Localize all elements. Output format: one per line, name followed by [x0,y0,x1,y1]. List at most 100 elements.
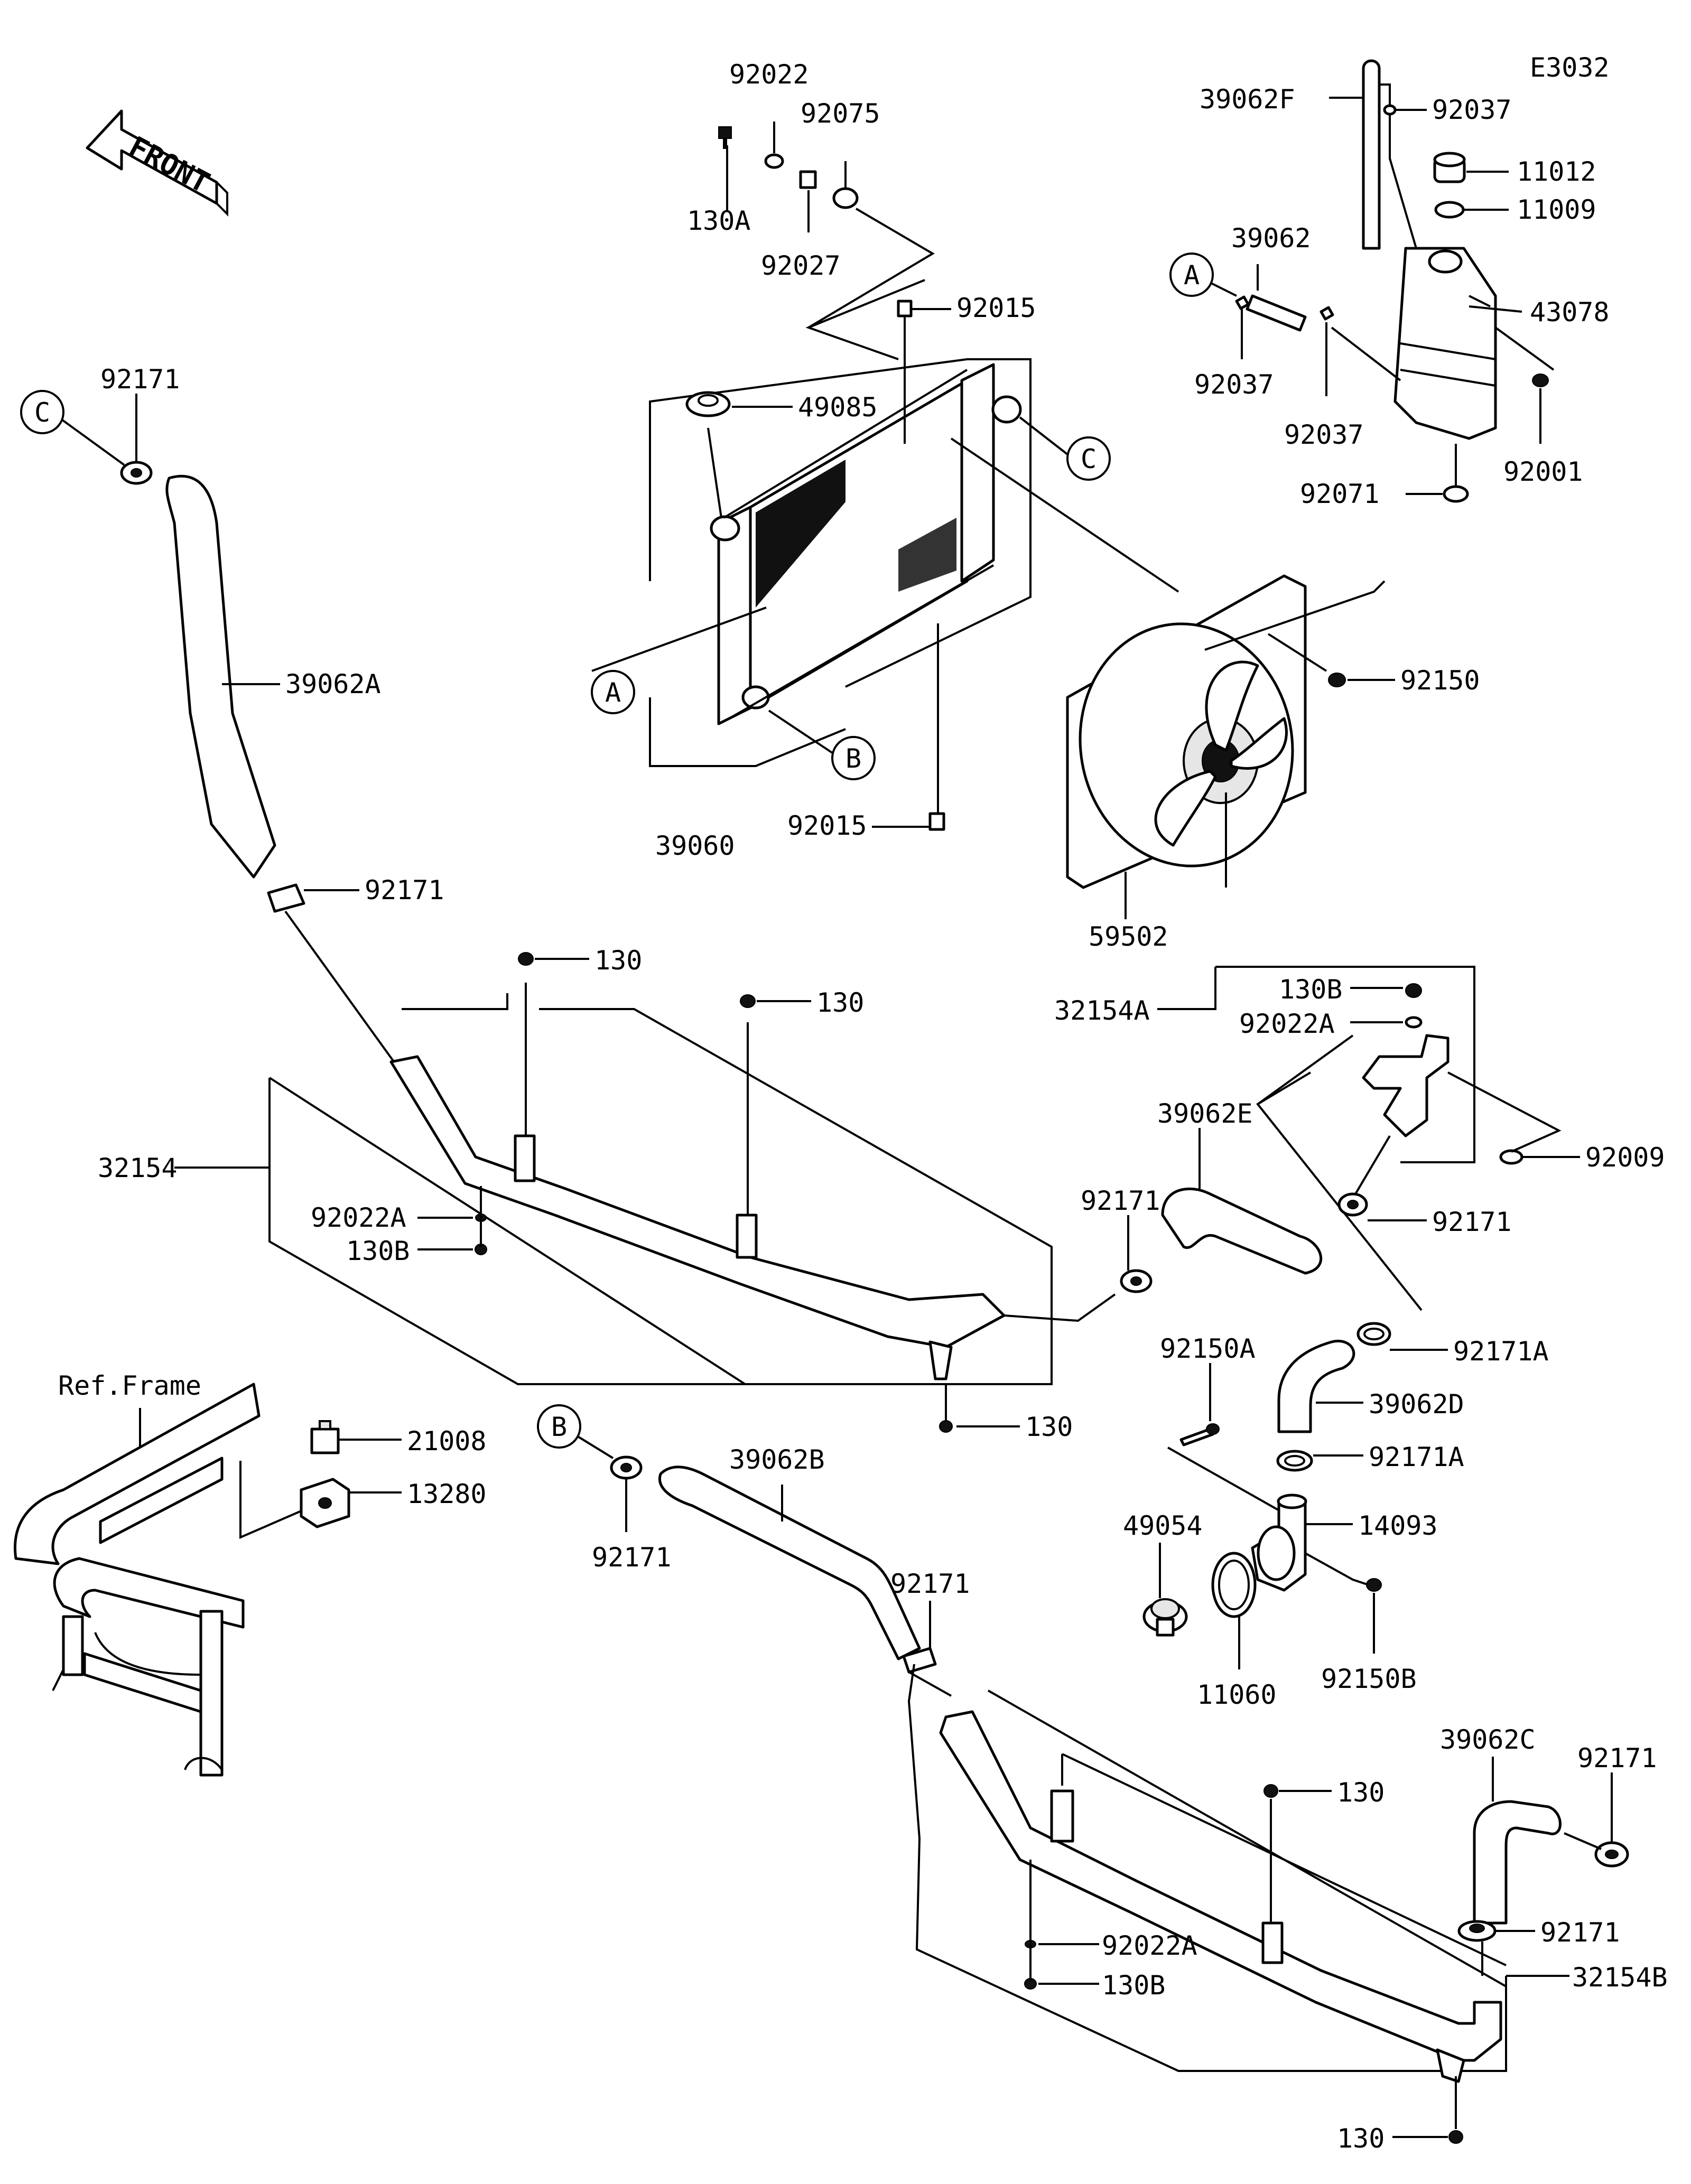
clip-92037-mid [1235,295,1250,310]
svg-text:B: B [846,743,861,774]
relay-21008 [310,1420,340,1454]
callout-b-lower: B [537,1404,581,1449]
label-11009: 11009 [1517,194,1596,225]
label-92171-8: 92171 [1540,1917,1620,1948]
label-92171A-2: 92171A [1369,1442,1464,1472]
label-39062C: 39062C [1440,1724,1536,1755]
clamp-92171-6 [902,1647,937,1674]
label-92171-3: 92171 [1081,1186,1160,1216]
label-92009: 92009 [1585,1142,1665,1173]
front-label: FRONT [124,130,215,200]
label-92037-2: 92037 [1194,369,1274,400]
callout-b-radiator: B [831,736,876,780]
label-14093: 14093 [1358,1510,1438,1541]
bolt-130-4 [1263,1784,1278,1798]
label-92015-bot: 92015 [787,810,867,841]
label-92071: 92071 [1300,479,1380,509]
gasket-11060 [1211,1552,1257,1618]
label-130-5: 130 [1337,2123,1385,2154]
label-92022A-3: 92022A [1102,1930,1197,1961]
label-92150A: 92150A [1160,1333,1256,1364]
label-92015-top: 92015 [956,293,1036,323]
radiator-filler-neck [710,515,740,542]
label-49054: 49054 [1123,1510,1203,1541]
thermostat-housing-14093 [1251,1494,1307,1592]
label-92150B: 92150B [1321,1664,1417,1694]
label-130B-3: 130B [1102,1970,1165,2001]
clip-92037-low [1320,306,1334,321]
clamp-92171-topleft [120,461,153,485]
bolt-130a [718,126,732,149]
svg-text:C: C [1081,444,1097,474]
svg-text:A: A [605,677,621,708]
bolt-130-1 [518,952,534,966]
bolt-92150A [1179,1423,1220,1446]
callout-a-reservoir: A [1169,253,1214,297]
svg-text:A: A [1184,260,1200,291]
svg-text:B: B [551,1412,567,1442]
label-32154A: 32154A [1054,995,1150,1026]
callout-c-radiator: C [1066,436,1111,481]
label-39062E: 39062E [1157,1098,1253,1129]
clamp-92171-3 [1120,1269,1153,1293]
diagram-code: E3032 [1530,52,1610,83]
label-11012: 11012 [1517,156,1596,187]
clamp-92171-4 [1337,1192,1368,1217]
label-39062B: 39062B [729,1444,825,1475]
label-32154B: 32154B [1572,1962,1668,1993]
radiator-lower-outlet [741,685,770,710]
collar-92027 [799,170,817,189]
bolt-92150B [1366,1578,1382,1592]
pipe-32154 [389,1055,1006,1380]
bolt-92009 [1499,1149,1523,1165]
label-39062F: 39062F [1200,84,1295,115]
radiator-assembly [710,363,1022,725]
part-labels: 92022 92075 130A 92027 92015 49085 39060… [98,59,1668,2154]
radiator-right-tank [960,363,995,583]
relay-13280 [300,1478,350,1528]
label-92171-4: 92171 [1432,1207,1512,1237]
svg-text:C: C [34,397,50,428]
grommet-92075 [832,187,859,209]
bolt-130-2 [740,994,756,1008]
label-59502: 59502 [1089,921,1168,952]
hose-39062A [165,474,276,879]
label-39062A: 39062A [285,669,381,699]
bolt-130-5 [1448,2130,1463,2144]
label-13280: 13280 [407,1479,487,1509]
clamp-92171-8 [1457,1920,1497,1942]
label-130A: 130A [687,206,750,236]
clamp-92171A-2 [1276,1450,1313,1472]
label-39060: 39060 [655,830,735,861]
label-130B-1: 130B [346,1236,410,1266]
label-43078: 43078 [1530,297,1610,328]
label-92171-5: 92171 [592,1542,672,1573]
thermostat-49054 [1142,1598,1188,1637]
label-130-2: 130 [816,987,864,1018]
gasket-11009 [1434,201,1465,219]
clip-92015-top [897,300,913,318]
label-32154: 32154 [98,1153,178,1183]
label-130B-2: 130B [1279,974,1342,1005]
label-130-3: 130 [1025,1412,1073,1442]
washer-92022 [764,153,784,169]
label-92150: 92150 [1400,665,1480,696]
reservoir-tank-43078 [1393,247,1497,440]
label-130-1: 130 [594,945,642,976]
label-92171-2: 92171 [365,875,444,906]
clip-92015-bot [928,812,945,831]
label-92171-1: 92171 [100,364,180,395]
bolt-92150 [1328,673,1346,687]
damper-92071 [1443,485,1469,503]
fan-assembly-59502 [1066,574,1386,889]
pipe-32154B [939,1710,1502,2083]
label-92171-7: 92171 [1577,1743,1657,1774]
hose-39062D [1277,1340,1355,1433]
label-39062: 39062 [1231,223,1311,254]
bolt-130B-2 [1405,983,1422,998]
label-130-4: 130 [1337,1777,1385,1808]
bolt-130-3 [939,1420,953,1433]
label-39062D: 39062D [1369,1389,1464,1420]
bolt-92001 [1532,374,1549,387]
